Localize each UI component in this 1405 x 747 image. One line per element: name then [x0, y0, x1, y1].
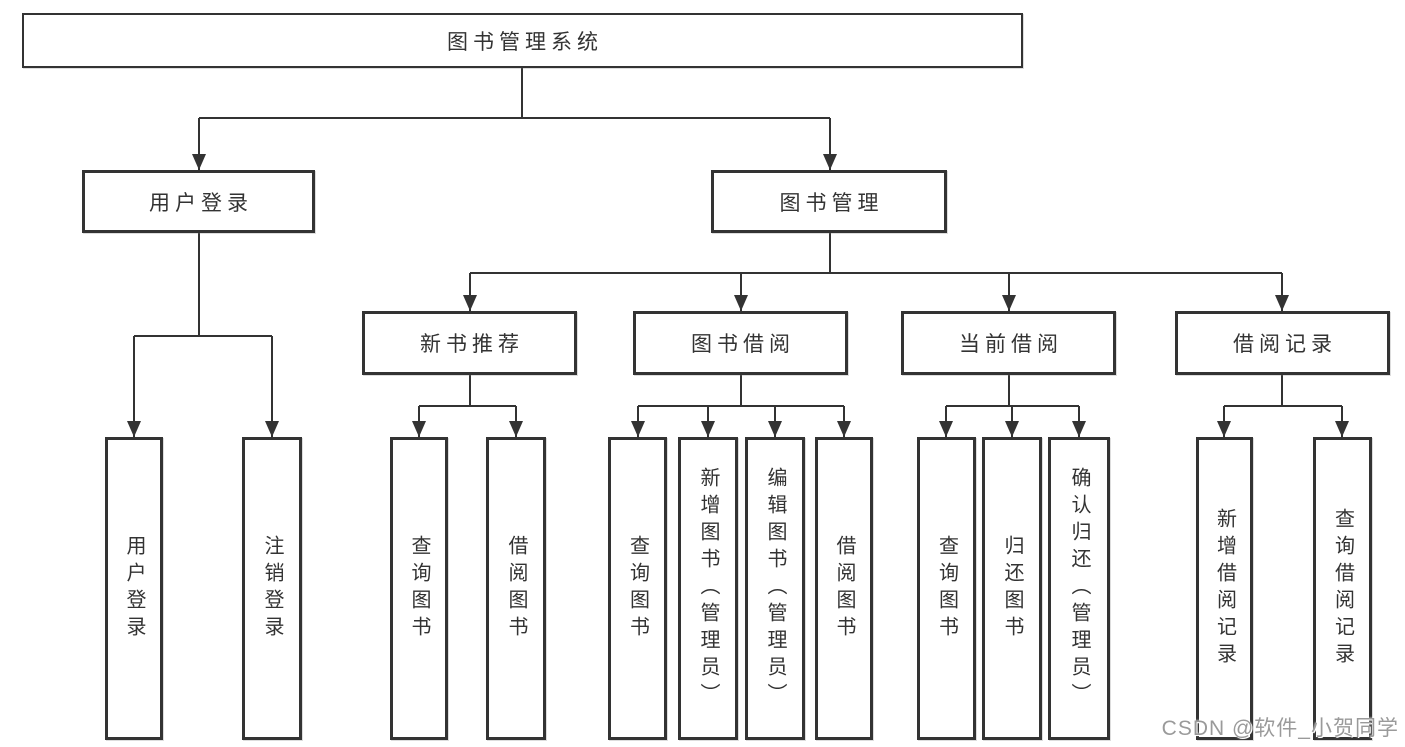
leaf-return-book: 归还图书: [982, 437, 1042, 740]
node-current-borrowing: 当前借阅: [901, 311, 1116, 375]
leaf-borrow-books: 借阅图书: [815, 437, 873, 740]
node-new-book-recommendation: 新书推荐: [362, 311, 577, 375]
leaf-query-books-current: 查询图书: [917, 437, 976, 740]
node-library-management-system: 图书管理系统: [22, 13, 1023, 68]
leaf-label: 借阅图书: [505, 534, 527, 643]
leaf-label: 注销登录: [261, 534, 283, 643]
node-book-management: 图书管理: [711, 170, 947, 233]
leaf-add-borrow-record: 新增借阅记录: [1196, 437, 1253, 740]
leaf-label: 借阅图书: [833, 534, 855, 643]
leaf-query-books-recommend: 查询图书: [390, 437, 448, 740]
leaf-user-login: 用户登录: [105, 437, 163, 740]
leaf-label: 用户登录: [123, 534, 145, 643]
node-user-login: 用户登录: [82, 170, 315, 233]
leaf-query-books-borrow: 查询图书: [608, 437, 667, 740]
csdn-watermark: CSDN @软件_小贺同学: [1161, 717, 1399, 740]
leaf-label: 查询借阅记录: [1331, 507, 1354, 670]
leaf-label: 查询图书: [935, 534, 958, 643]
node-borrowing-records: 借阅记录: [1175, 311, 1390, 375]
leaf-logout: 注销登录: [242, 437, 302, 740]
leaf-query-borrow-record: 查询借阅记录: [1313, 437, 1372, 740]
leaf-borrow-books-recommend: 借阅图书: [486, 437, 546, 740]
leaf-label: 归还图书: [1001, 534, 1023, 643]
leaf-label: 新增借阅记录: [1213, 507, 1236, 670]
leaf-add-book-admin: 新增图书（管理员）: [678, 437, 738, 740]
leaf-label: 查询图书: [408, 534, 430, 643]
leaf-edit-book-admin: 编辑图书（管理员）: [745, 437, 805, 740]
leaf-label: 确认归还（管理员）: [1068, 467, 1090, 710]
leaf-label: 新增图书（管理员）: [697, 467, 719, 710]
leaf-label: 编辑图书（管理员）: [764, 467, 786, 710]
node-book-borrowing: 图书借阅: [633, 311, 848, 375]
leaf-label: 查询图书: [626, 534, 649, 643]
leaf-confirm-return-admin: 确认归还（管理员）: [1048, 437, 1110, 740]
